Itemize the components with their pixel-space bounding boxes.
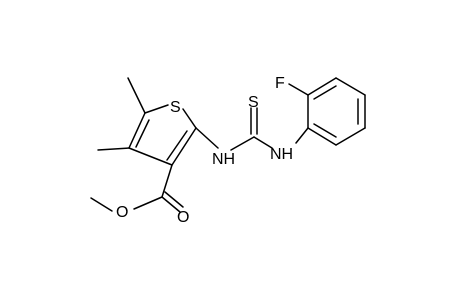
- atom-o-carbonyl: O: [177, 209, 189, 226]
- atom-o-ester: O: [116, 204, 128, 221]
- atom-nh-left: NH: [212, 151, 235, 168]
- bond-c3-carbonyl: [161, 164, 173, 198]
- bond-nh-cthio: [230, 136, 255, 151]
- atom-s-thio: S: [248, 94, 259, 111]
- bond-c4-methyl: [97, 147, 130, 151]
- bond-c3-c4: [128, 147, 173, 166]
- bond-c2-c3: [171, 127, 197, 166]
- bond-c4-c5-inner: [135, 119, 150, 148]
- bond-carbonyl-o: [161, 196, 181, 213]
- bond-ar5-ar6: [335, 127, 366, 146]
- bond-ar2-ar3: [307, 77, 337, 96]
- bond-nh-aryl: [295, 127, 309, 144]
- bond-oester-methyl: [90, 197, 113, 212]
- bond-carbonyl-o-2: [164, 191, 184, 208]
- bond-ar2-f: [288, 83, 309, 96]
- bond-s-c2: [182, 108, 197, 129]
- bond-ar6-ar1: [307, 127, 337, 146]
- bond-c2-c3-inner: [166, 130, 188, 161]
- atom-s-ring: S: [170, 99, 181, 116]
- atom-nh-right: NH: [270, 146, 293, 163]
- atom-f: F: [275, 75, 285, 92]
- bond-ar3-ar4: [335, 77, 366, 96]
- bond-ar2-ar3-inner: [313, 85, 337, 100]
- bond-c5-s: [144, 104, 169, 114]
- bond-ar6-ar1-inner: [313, 123, 337, 138]
- bond-c5-methyl: [127, 77, 146, 114]
- bond-c2-nh: [195, 127, 219, 149]
- bond-carbonyl-oester: [133, 196, 163, 210]
- bond-cthio-nh: [253, 136, 273, 149]
- bond-c4-c5: [128, 112, 146, 149]
